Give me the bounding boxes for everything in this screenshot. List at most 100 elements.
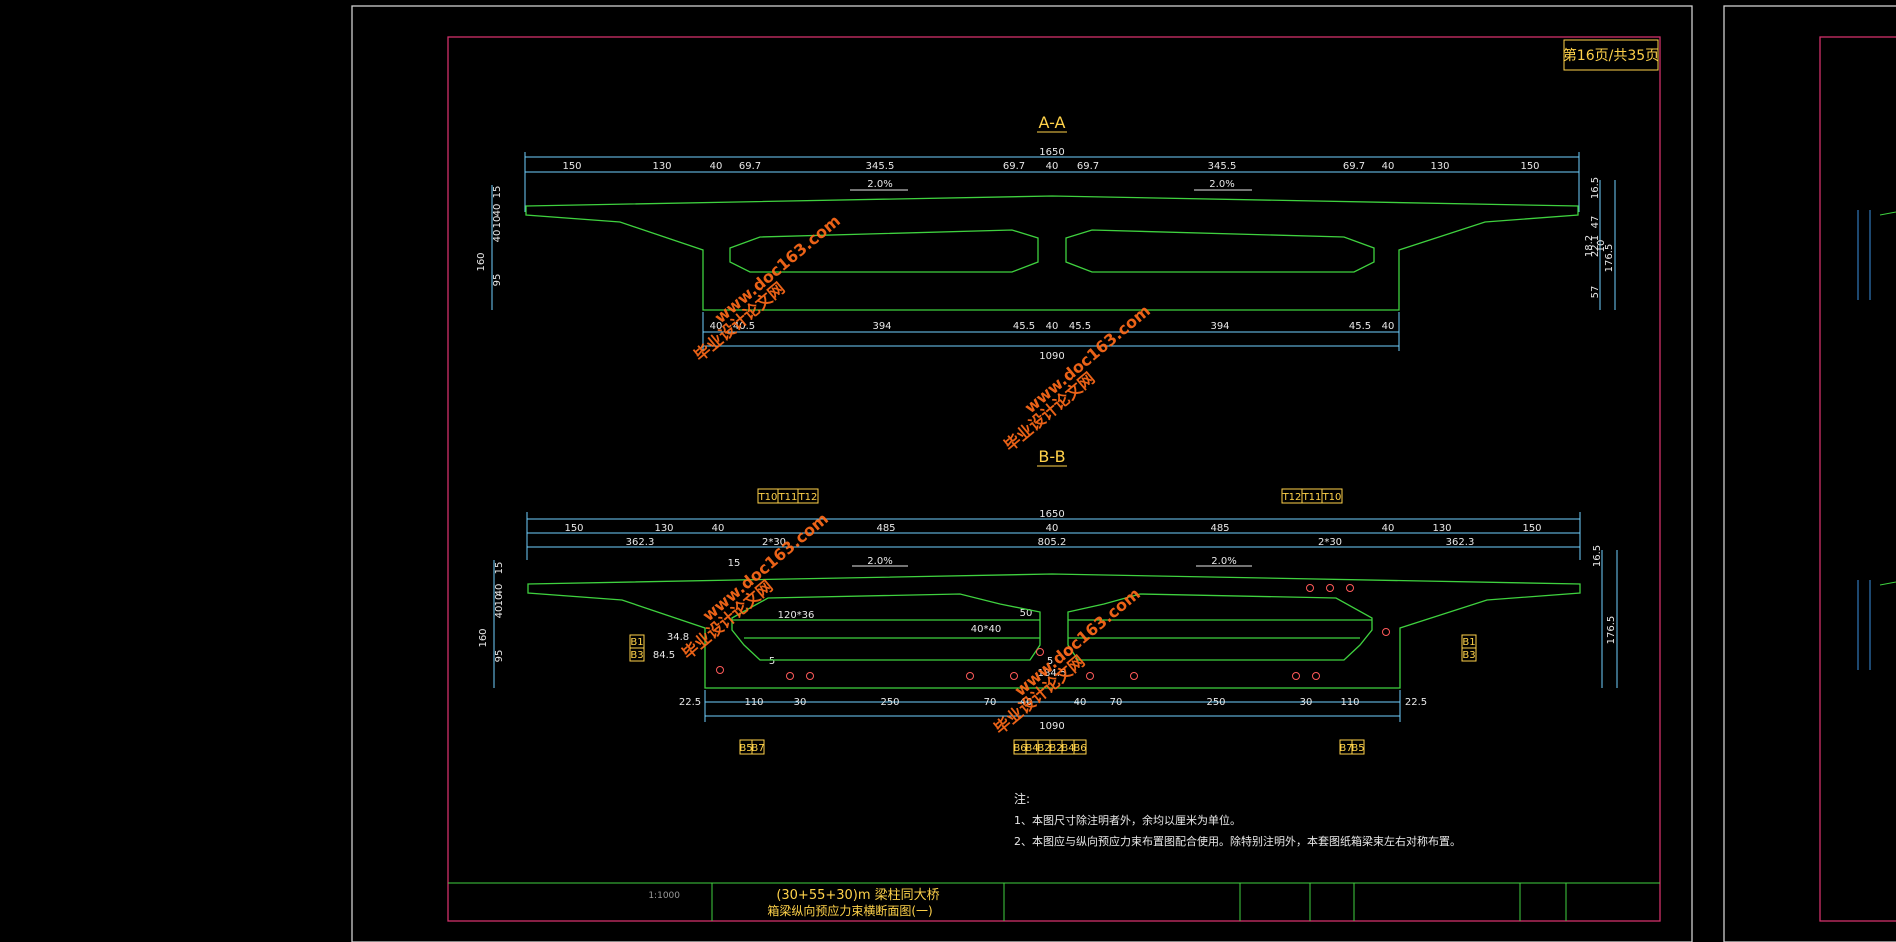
tendon-top-right-box-2 (1321, 488, 1343, 504)
section-a-bottom-segment-1: 40.5 (733, 321, 755, 332)
section-b-bottom-segment-9: 30 (1300, 697, 1313, 708)
section-b-left-vertical-5: 95 (494, 650, 505, 663)
section-a-top-segment-7: 69.7 (1077, 161, 1099, 172)
section-b-row1-0: 150 (564, 523, 583, 534)
section-a-slope-left: 2.0% (867, 179, 892, 190)
title-block (448, 882, 1660, 921)
section-a-title: A-A (1039, 113, 1066, 132)
section-a-right-vertical-3: 22.1 (1590, 235, 1601, 257)
sheet-outer-border (351, 5, 1693, 942)
section-b-bottom-segment-5: 40 (1020, 697, 1033, 708)
tendon-top-left-2: T12 (798, 492, 818, 503)
tendon-top-right-2: T10 (1322, 492, 1342, 503)
tendon-top-left-0: T10 (758, 492, 778, 503)
tendon-bottom-left-box-1 (751, 739, 765, 755)
section-b-right-cell (1067, 593, 1373, 661)
section-b-dimension-lines (493, 512, 1618, 722)
section-a-bottom-segment-3: 45.5 (1013, 321, 1035, 332)
section-b-bottom-segment-2: 30 (794, 697, 807, 708)
section-b-inner-6: 50 (1020, 608, 1033, 619)
section-b-row1-8: 150 (1522, 523, 1541, 534)
section-a-bottom-segment-8: 40 (1382, 321, 1395, 332)
section-a-dimension-lines (491, 152, 1616, 351)
section-b-inner-3: 34.8 (667, 632, 689, 643)
section-a-right-vertical-6: 57 (1590, 286, 1601, 299)
section-a-box-girder-outline (525, 195, 1579, 311)
section-b-inner-7: 5 (1047, 656, 1053, 667)
tendon-top-right-0: T12 (1282, 492, 1302, 503)
section-b-bottom-segment-0: 22.5 (679, 697, 701, 708)
section-b-row1-7: 130 (1432, 523, 1451, 534)
section-b-slope-right: 2.0% (1211, 556, 1236, 567)
tendon-bottom-center-5: B6 (1073, 743, 1086, 754)
tendon-top-left-box-2 (797, 488, 819, 504)
section-b-bottom-segment-10: 110 (1340, 697, 1359, 708)
section-a-right-cell (1065, 229, 1375, 273)
section-b-row1-5: 485 (1210, 523, 1229, 534)
section-b-bottom-segment-7: 70 (1110, 697, 1123, 708)
section-b-bottom-segment-8: 250 (1206, 697, 1225, 708)
section-b-bottom-segment-1: 110 (744, 697, 763, 708)
section-a-right-vertical-5: 176.5 (1604, 244, 1615, 273)
section-a-bottom-segment-6: 394 (1210, 321, 1229, 332)
section-b-row1-2: 40 (712, 523, 725, 534)
section-a-top-segment-6: 40 (1046, 161, 1059, 172)
tendon-duct-circles (716, 584, 1390, 680)
section-a-right-vertical-2: 18.2 (1584, 235, 1595, 257)
section-b-left-vertical-3: 40 (494, 606, 505, 619)
tendon-web-left-1: B3 (630, 650, 643, 661)
tendon-bottom-left-1: B7 (751, 743, 764, 754)
section-a-bottom-segment-0: 40 (710, 321, 723, 332)
section-a-top-segment-1: 130 (652, 161, 671, 172)
watermark-1: 毕业设计论文网 www.doc163.com (690, 211, 844, 365)
section-b-left-vertical-2: 10 (494, 594, 505, 607)
section-a-bottom-segment-7: 45.5 (1349, 321, 1371, 332)
tendon-bottom-right-box-1 (1351, 739, 1365, 755)
section-b-bottom-segment-6: 40 (1074, 697, 1087, 708)
tendon-bottom-left-0: B5 (739, 743, 752, 754)
tendon-bottom-right-1: B5 (1351, 743, 1364, 754)
svg-text:www.doc163.com: www.doc163.com (1011, 584, 1144, 700)
section-b-left-cell (731, 593, 1041, 661)
section-a-slope-right: 2.0% (1209, 179, 1234, 190)
tendon-bottom-center-3: B2 (1049, 743, 1062, 754)
section-a-top-segment-12: 150 (1520, 161, 1539, 172)
section-a-top-total-dimension: 1650 (1039, 147, 1064, 158)
section-b-inner-1: 5 (769, 656, 775, 667)
section-b-inner-5: 40*40 (971, 624, 1001, 635)
page-label-box (1563, 39, 1659, 71)
tendon-bottom-center-2: B2 (1037, 743, 1050, 754)
section-b-row1-3: 485 (876, 523, 895, 534)
title-block-left-text: 1:1000 (648, 891, 680, 901)
section-b-bottom-segment-3: 250 (880, 697, 899, 708)
section-b-left-vertical-4: 160 (478, 628, 489, 647)
section-b-left-vertical-0: 15 (494, 562, 505, 575)
section-a-left-vertical-2: 10 (492, 216, 503, 229)
tendon-web-right-0: B1 (1462, 637, 1475, 648)
section-b-row2-0: 362.3 (626, 537, 655, 548)
drawing-title-sub: 箱梁纵向预应力束横断面图(一) (767, 903, 932, 918)
section-a-top-segment-5: 69.7 (1003, 161, 1025, 172)
next-sheet-partial-section (1879, 211, 1896, 586)
tendon-bottom-center-4: B4 (1061, 743, 1074, 754)
section-a-bottom-total-dimension: 1090 (1039, 351, 1064, 362)
section-a-left-vertical-0: 15 (492, 186, 503, 199)
section-b-row2-4: 362.3 (1446, 537, 1475, 548)
section-b-box-girder-outline (527, 573, 1581, 689)
section-a-top-segment-11: 130 (1430, 161, 1449, 172)
drawing-title-main: (30+55+30)m 梁柱同大桥 (776, 888, 939, 903)
section-a-top-segment-2: 40 (710, 161, 723, 172)
section-a-top-segment-10: 40 (1382, 161, 1395, 172)
tendon-top-left-1: T11 (778, 492, 798, 503)
page-label: 第16页/共35页 (1563, 47, 1659, 64)
